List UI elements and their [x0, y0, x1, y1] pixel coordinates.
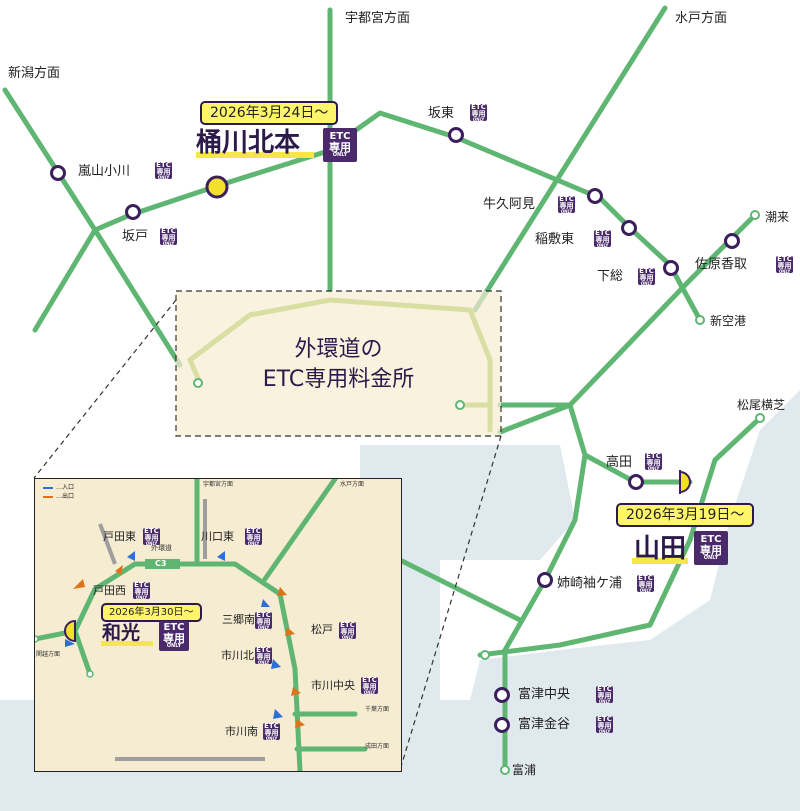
- inset-wako: 和光: [102, 622, 141, 644]
- ic-circles: [50, 127, 740, 733]
- bando-label: 坂東: [428, 106, 455, 121]
- inset-toda-higashi: 戸田東: [103, 530, 136, 543]
- outer-ring-inset: …入口 …出口 宇都宮方面 水戸方面 関越方面 千葉方面 成田方面 外環道 C3…: [34, 478, 402, 772]
- etc-zone-box: [175, 290, 502, 437]
- inset-misato-minami: 三郷南: [222, 613, 255, 626]
- futtsu-label: 富浦: [512, 763, 537, 777]
- direction-mito: 水戸方面: [675, 11, 728, 26]
- okegawa-kitamoto-marker: [205, 175, 229, 199]
- inset-dir-narita: 成田方面: [365, 743, 390, 750]
- terminal-dots: [193, 210, 765, 775]
- sakado-label: 坂戸: [122, 229, 149, 244]
- inset-legend: …入口 …出口: [43, 483, 74, 501]
- inset-ichikawa-chuo: 市川中央: [311, 679, 355, 692]
- futtsu-kanaya-label: 富津金谷: [518, 717, 571, 732]
- inset-toda-nishi: 戸田西: [93, 584, 126, 597]
- yamada-date-badge: 2026年3月19日〜: [616, 503, 755, 527]
- okegawa-underline: [196, 152, 314, 158]
- arashiyama-ogawa-label: 嵐山小川: [78, 164, 131, 179]
- inashiki-higashi-label: 稲敷東: [535, 232, 575, 247]
- matsuo-yokoshiba-label: 松尾横芝: [737, 398, 786, 412]
- inset-matsudo: 松戸: [311, 623, 333, 636]
- inset-route-map: [35, 479, 368, 771]
- shinkuko-label: 新空港: [710, 314, 747, 328]
- inset-dir-mito: 水戸方面: [340, 481, 365, 488]
- yamada-underline: [632, 558, 688, 564]
- inset-ichikawa-minami: 市川南: [225, 725, 258, 738]
- sawara-katori-label: 佐原香取: [695, 257, 748, 272]
- wako-date-badge: 2026年3月30日〜: [101, 603, 202, 622]
- inset-route-name: 外環道: [151, 544, 172, 552]
- okegawa-date-badge: 2026年3月24日〜: [200, 101, 339, 125]
- inset-route-code: C3: [155, 559, 167, 568]
- itako-label: 潮来: [765, 210, 790, 224]
- okegawa-kitamoto-label: 桶川北本: [196, 128, 301, 158]
- inset-dir-utsunomiya: 宇都宮方面: [203, 481, 234, 488]
- wako-underline: [101, 641, 153, 646]
- direction-utsunomiya: 宇都宮方面: [345, 11, 411, 26]
- etc-only-badge: ETC 専用 ONLY: [323, 128, 357, 162]
- yamada-marker: [679, 470, 691, 494]
- futtsu-chuo-label: 富津中央: [518, 687, 571, 702]
- takada-label: 高田: [606, 455, 633, 470]
- shimofusa-label: 下総: [597, 269, 624, 284]
- inset-ichikawa-kita: 市川北: [221, 649, 254, 662]
- inset-kawaguchi-higashi: 川口東: [201, 530, 234, 543]
- inset-dir-chiba: 千葉方面: [365, 706, 390, 713]
- inset-dir-kanetsu: 関越方面: [36, 651, 61, 658]
- etc-zone-title: 外環道の ETC専用料金所: [262, 337, 415, 392]
- anegasaki-sodegaura-label: 姉崎袖ケ浦: [557, 576, 623, 591]
- yamada-label: 山田: [634, 534, 687, 564]
- direction-niigata: 新潟方面: [8, 66, 61, 81]
- ushiku-ami-label: 牛久阿見: [483, 197, 536, 212]
